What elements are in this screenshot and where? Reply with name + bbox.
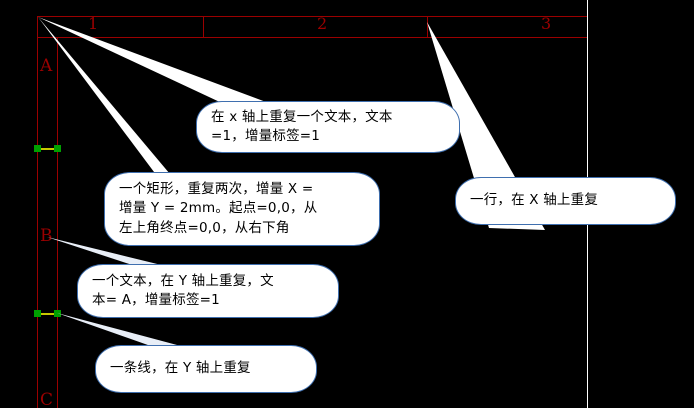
callout-line: 本= A，增量标签=1 [92,292,220,308]
ruler-row-label-a: A [40,56,53,76]
callout-rectangle[interactable]: 一个矩形，重复两次，增量 X = 增量 Y = 2mm。起点=0,0，从 左上角… [104,172,380,246]
callout-line: 在 x 轴上重复一个文本，文本 [211,108,393,125]
frame-ruler-bottom-line [37,37,588,38]
callout-y-axis-text[interactable]: 一个文本，在 Y 轴上重复，文 本= A，增量标签=1 [77,264,339,318]
callout-line: 一个文本，在 Y 轴上重复，文 [92,272,274,289]
ruler-divider-2 [427,16,428,38]
grip-handle-start[interactable] [34,145,41,152]
frame-top-outer-line [37,16,588,17]
ruler-column-label-1: 1 [88,14,99,33]
callout-line: 左上角终点=0,0，从右下角 [119,219,290,236]
ruler-column-label-3: 3 [541,14,552,33]
callout-line: 增量 Y = 2mm。起点=0,0，从 [119,200,318,217]
grip-handle-end[interactable] [54,310,61,317]
ruler-divider-1 [203,16,204,38]
ruler-row-label-c: C [40,390,54,408]
callout-y-axis-line[interactable]: 一条线，在 Y 轴上重复 [95,345,317,393]
grip-connector-line [38,313,58,315]
callout-x-axis-line[interactable]: 一行，在 X 轴上重复 [455,177,676,225]
callout-line: 一行，在 X 轴上重复 [470,192,599,209]
frame-left-outer-line [37,16,38,408]
grip-handle-end[interactable] [54,145,61,152]
callout-line: 一条线，在 Y 轴上重复 [110,360,251,377]
callout-x-axis-text[interactable]: 在 x 轴上重复一个文本，文本 =1，增量标签=1 [196,101,460,153]
ruler-row-label-b: B [40,226,53,246]
callout-line: 一个矩形，重复两次，增量 X = [119,181,314,198]
ruler-column-label-2: 2 [317,14,328,33]
frame-left-inner-line [57,37,58,408]
grip-handle-start[interactable] [34,310,41,317]
callout-line: =1，增量标签=1 [211,128,321,144]
